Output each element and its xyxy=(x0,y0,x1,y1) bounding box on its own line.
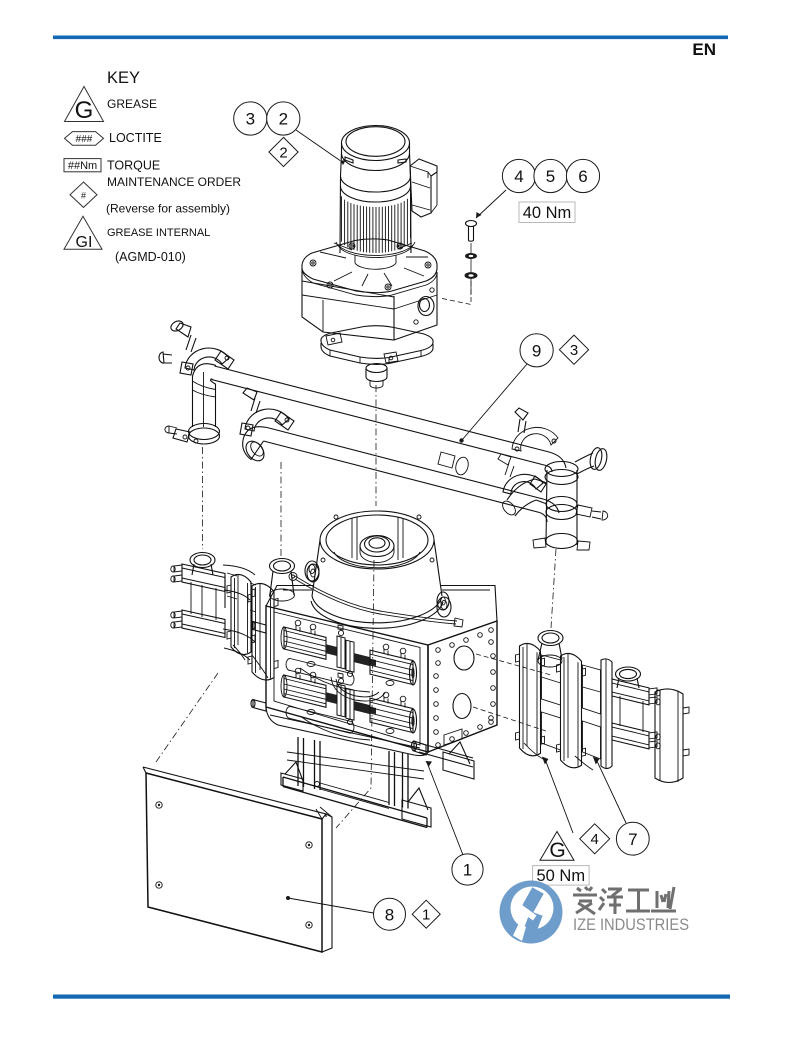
svg-text:G: G xyxy=(75,97,94,124)
svg-text:5: 5 xyxy=(546,167,555,186)
svg-text:3: 3 xyxy=(246,110,255,129)
svg-text:2: 2 xyxy=(279,110,288,129)
svg-text:(AGMD-010): (AGMD-010) xyxy=(115,250,186,264)
svg-text:40 Nm: 40 Nm xyxy=(523,204,572,222)
svg-text:9: 9 xyxy=(532,341,541,360)
svg-text:KEY: KEY xyxy=(107,69,140,87)
svg-text:(Reverse for assembly): (Reverse for assembly) xyxy=(106,202,230,216)
svg-text:4: 4 xyxy=(591,831,599,848)
svg-text:50 Nm: 50 Nm xyxy=(536,867,585,885)
svg-text:GREASE INTERNAL: GREASE INTERNAL xyxy=(107,227,210,239)
svg-text:###: ### xyxy=(76,134,93,145)
svg-text:4: 4 xyxy=(514,167,523,186)
svg-text:IZE INDUSTRIES: IZE INDUSTRIES xyxy=(573,915,689,934)
svg-text:##Nm: ##Nm xyxy=(68,160,97,172)
svg-text:GI: GI xyxy=(76,234,93,251)
svg-text:3: 3 xyxy=(570,342,578,359)
svg-text:G: G xyxy=(549,839,565,862)
svg-text:1: 1 xyxy=(422,907,430,924)
svg-text:EN: EN xyxy=(692,40,716,59)
svg-text:7: 7 xyxy=(628,830,637,849)
svg-text:1: 1 xyxy=(463,861,472,880)
svg-text:MAINTENANCE ORDER: MAINTENANCE ORDER xyxy=(107,175,241,189)
svg-text:TORQUE: TORQUE xyxy=(107,159,160,173)
svg-text:#: # xyxy=(81,191,86,201)
svg-text:6: 6 xyxy=(578,167,587,186)
svg-text:8: 8 xyxy=(385,905,394,924)
svg-text:2: 2 xyxy=(279,144,287,161)
svg-text:LOCTITE: LOCTITE xyxy=(109,131,162,145)
svg-text:GREASE: GREASE xyxy=(107,97,157,111)
